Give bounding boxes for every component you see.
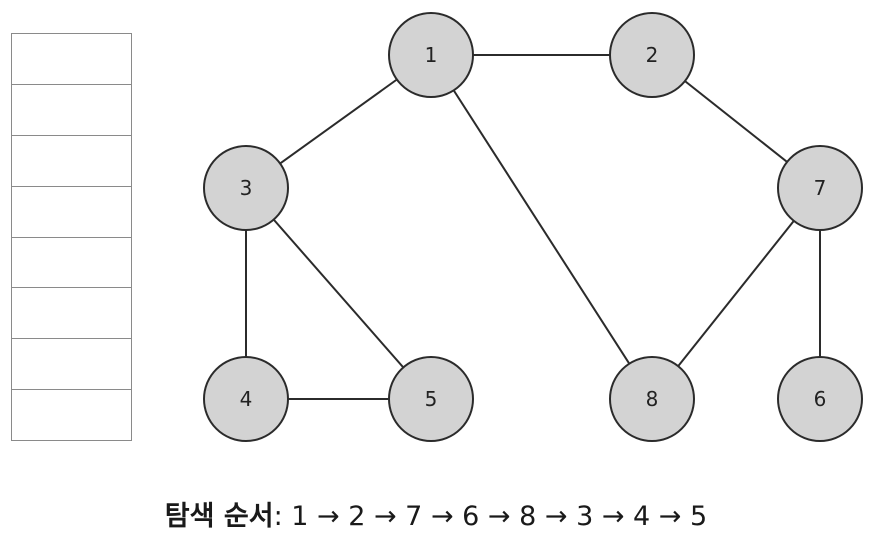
node-4: 4 <box>203 356 289 442</box>
node-circle <box>609 12 695 98</box>
node-label: 3 <box>240 176 253 200</box>
stack-cell <box>12 288 131 340</box>
node-2: 2 <box>609 12 695 98</box>
node-circle <box>203 356 289 442</box>
node-circle <box>203 145 289 231</box>
stack-cell <box>12 34 131 85</box>
node-circle <box>388 356 474 442</box>
graph-edges <box>245 54 821 400</box>
node-label: 8 <box>646 387 659 411</box>
node-label: 6 <box>814 387 827 411</box>
node-circle <box>388 12 474 98</box>
node-1: 1 <box>388 12 474 98</box>
node-8: 8 <box>609 356 695 442</box>
traversal-sequence: 1 → 2 → 7 → 6 → 8 → 3 → 4 → 5 <box>291 501 708 532</box>
node-circle <box>777 145 863 231</box>
graph-nodes: 1 2 3 7 4 5 8 6 <box>203 12 863 442</box>
traversal-colon: : <box>273 501 292 532</box>
node-3: 3 <box>203 145 289 231</box>
edge-3-5 <box>245 187 432 400</box>
node-6: 6 <box>777 356 863 442</box>
traversal-order: 탐색 순서: 1 → 2 → 7 → 6 → 8 → 3 → 4 → 5 <box>0 494 872 533</box>
graph-diagram: 1 2 3 7 4 5 8 6 <box>203 12 863 442</box>
stack-cell <box>12 85 131 136</box>
node-label: 2 <box>646 43 659 67</box>
edge-7-8 <box>651 187 821 400</box>
stack-cell <box>12 136 131 187</box>
stack-cell <box>12 187 131 238</box>
node-circle <box>609 356 695 442</box>
edge-1-8 <box>430 54 653 400</box>
stack-table <box>11 33 132 441</box>
node-5: 5 <box>388 356 474 442</box>
stack-cell <box>12 238 131 289</box>
node-label: 1 <box>425 43 438 67</box>
node-label: 5 <box>425 387 438 411</box>
node-circle <box>777 356 863 442</box>
node-label: 4 <box>240 387 253 411</box>
traversal-label: 탐색 순서 <box>164 501 274 532</box>
node-label: 7 <box>814 176 827 200</box>
stack-cell <box>12 339 131 391</box>
node-7: 7 <box>777 145 863 231</box>
